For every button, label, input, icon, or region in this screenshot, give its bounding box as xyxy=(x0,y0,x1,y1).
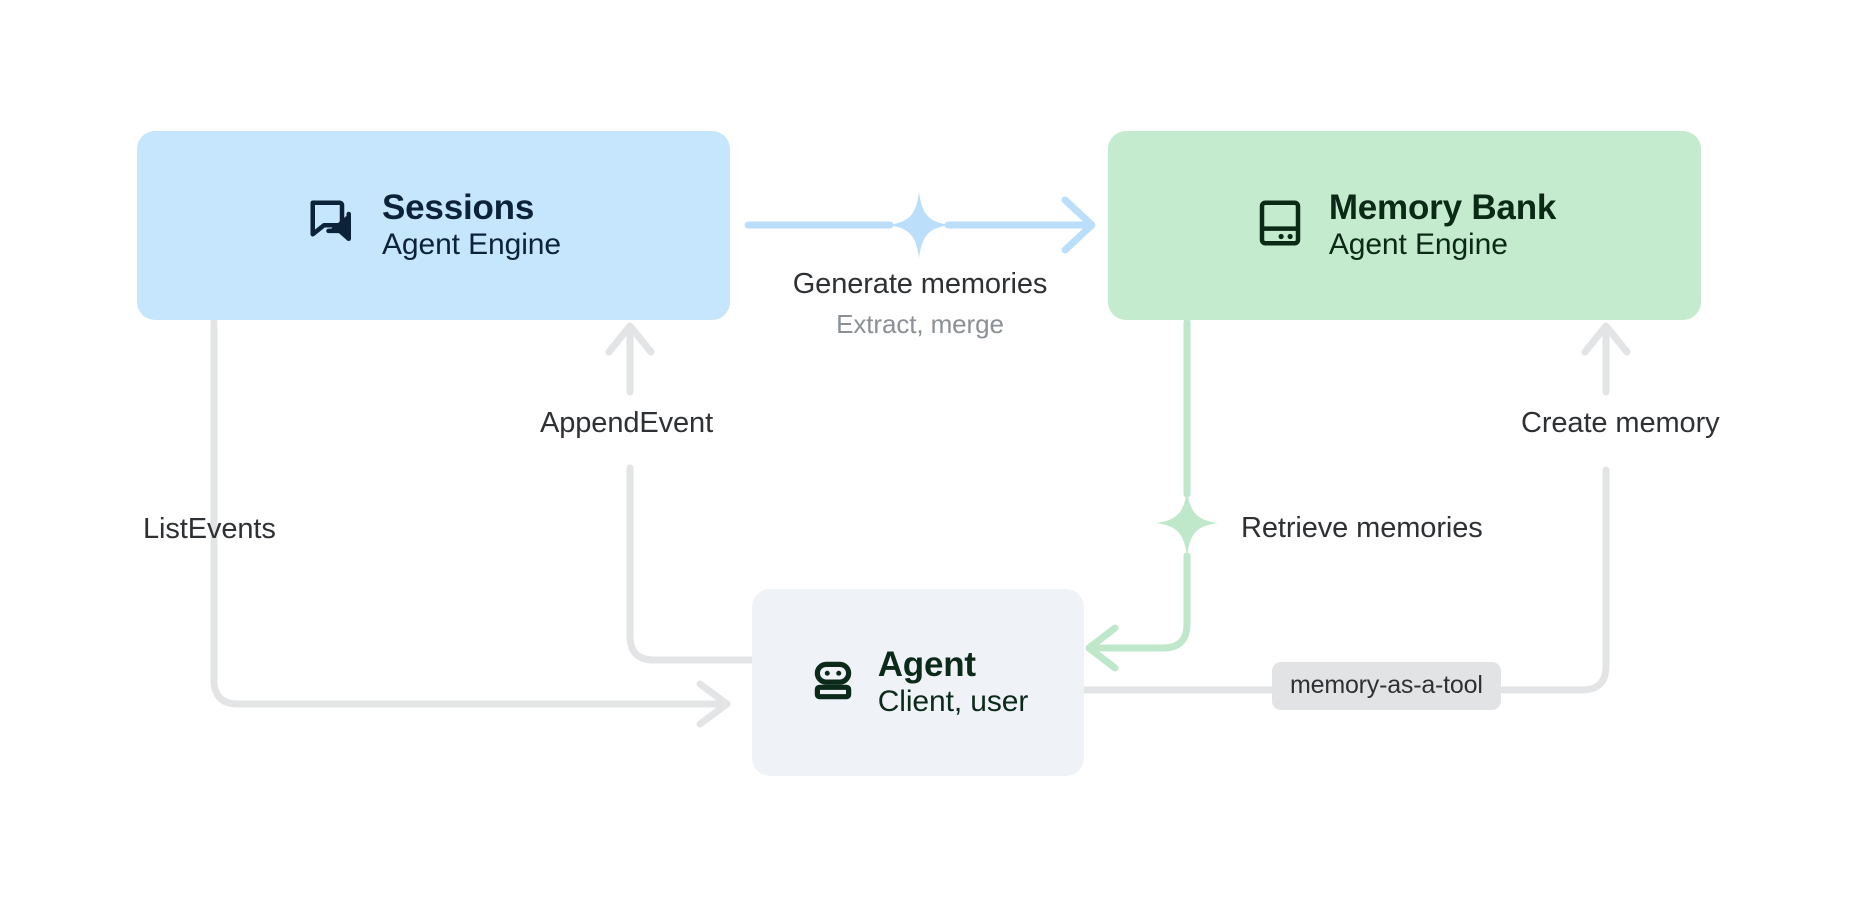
database-icon xyxy=(1253,196,1307,255)
badge-memory-as-a-tool: memory-as-a-tool xyxy=(1272,662,1501,710)
node-sessions-subtitle: Agent Engine xyxy=(382,228,561,262)
edge-label-generate-memories-subtext: Extract, merge xyxy=(836,309,1004,339)
edge-label-list-events: ListEvents xyxy=(143,513,276,545)
node-memory-bank-title: Memory Bank xyxy=(1328,188,1557,228)
node-agent-subtitle: Client, user xyxy=(877,685,1029,719)
node-agent[interactable]: Agent Client, user xyxy=(752,589,1084,776)
edge-create-memory xyxy=(1080,322,1631,694)
node-memory-bank[interactable]: Memory Bank Agent Engine xyxy=(1108,131,1701,320)
node-sessions[interactable]: Sessions Agent Engine xyxy=(137,131,730,320)
edge-label-create-memory: Create memory xyxy=(1521,407,1720,439)
sparkle-icon xyxy=(888,192,950,258)
edge-retrieve-memories xyxy=(1085,318,1218,672)
node-sessions-title: Sessions xyxy=(382,188,535,228)
edge-append-event xyxy=(605,322,756,664)
sparkle-icon xyxy=(1156,490,1218,556)
edge-label-append-event: AppendEvent xyxy=(540,407,714,439)
edge-generate-memories xyxy=(744,192,1096,258)
node-agent-title: Agent xyxy=(877,645,976,685)
edge-label-generate-memories: Generate memories Extract, merge xyxy=(793,268,1048,340)
robot-icon xyxy=(808,655,858,710)
forum-icon xyxy=(306,196,360,255)
edge-list-events xyxy=(210,318,731,728)
edge-label-generate-memories-text: Generate memories xyxy=(792,268,1048,300)
node-memory-bank-subtitle: Agent Engine xyxy=(1328,228,1508,262)
edge-label-retrieve-memories: Retrieve memories xyxy=(1241,512,1483,544)
